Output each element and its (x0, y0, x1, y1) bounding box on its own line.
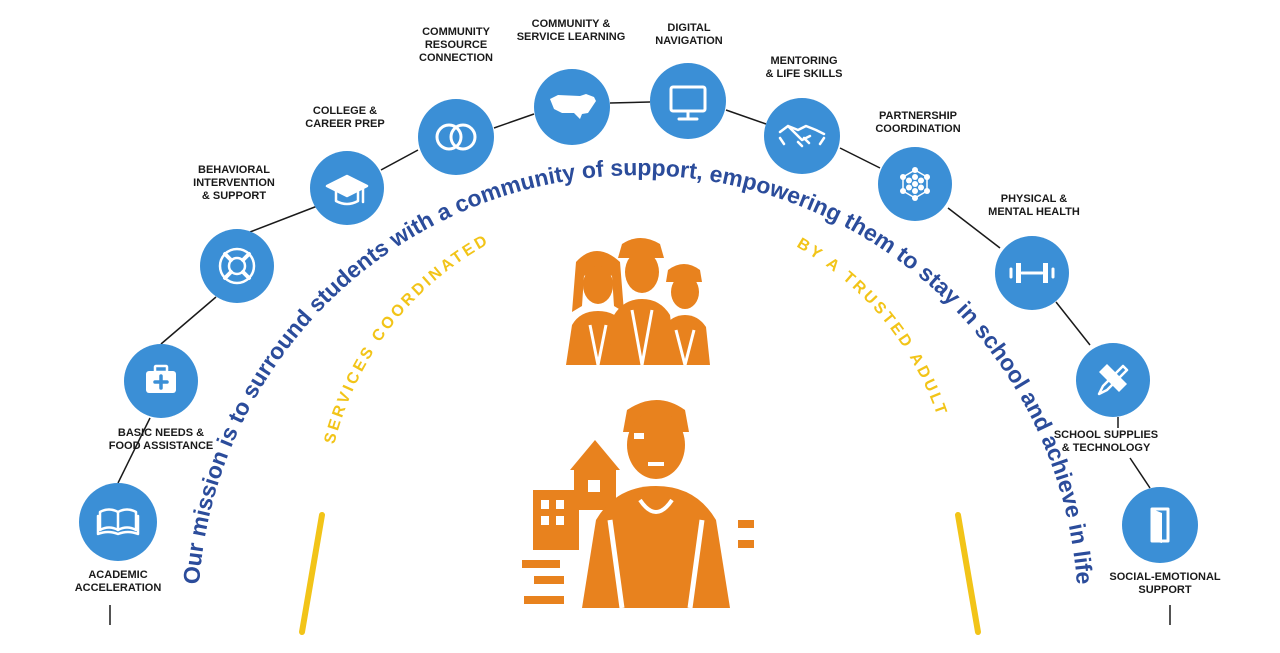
service-label-line: & SUPPORT (202, 190, 266, 202)
service-node: PHYSICAL &MENTAL HEALTH (988, 193, 1080, 310)
door-icon (1150, 507, 1170, 543)
service-label-line: SCHOOL SUPPLIES (1054, 429, 1158, 441)
service-circle (418, 99, 494, 175)
service-circle (764, 98, 840, 174)
connector-line (839, 147, 881, 169)
service-label-line: MENTORING (770, 55, 837, 67)
service-node: SCHOOL SUPPLIES& TECHNOLOGY (1054, 343, 1158, 454)
connector-line (725, 109, 767, 125)
service-label-line: COLLEGE & (313, 105, 377, 117)
first-aid-kit-icon (146, 364, 176, 393)
connector-line (1055, 301, 1091, 346)
connector-line (609, 101, 651, 104)
handshake-icon (778, 124, 826, 148)
life-preserver-icon (218, 247, 256, 285)
pencil-ruler-icon (1097, 364, 1129, 396)
service-label-line: & TECHNOLOGY (1062, 442, 1151, 454)
service-label-line: ACCELERATION (75, 582, 162, 594)
service-label-line: BEHAVIORAL (198, 164, 270, 176)
family-group-illustration (566, 238, 710, 366)
connector-line (947, 207, 1001, 249)
dumbbell-icon (1009, 263, 1055, 283)
service-label-line: CONNECTION (419, 52, 493, 64)
service-label-line: RESOURCE (425, 39, 487, 51)
connector-line (117, 417, 151, 484)
service-label-line: NAVIGATION (655, 35, 722, 47)
service-label-line: ACADEMIC (88, 569, 147, 581)
linked-rings-icon (435, 123, 477, 151)
service-node: MENTORING& LIFE SKILLS (764, 55, 843, 174)
left-yellow-arc-bar (299, 512, 325, 635)
open-book-icon (96, 508, 140, 536)
service-label-line: BASIC NEEDS & (118, 427, 204, 439)
student-with-backpack-illustration (522, 400, 754, 609)
monitor-icon (669, 85, 707, 121)
service-label-line: SOCIAL-EMOTIONAL (1109, 571, 1220, 583)
service-label-line: COMMUNITY (422, 26, 490, 38)
service-label-line: SERVICE LEARNING (517, 31, 626, 43)
connector-line (493, 113, 535, 129)
service-label-line: DIGITAL (667, 22, 710, 34)
connector-line (249, 204, 321, 233)
service-label-line: INTERVENTION (193, 177, 275, 189)
connector-lines (109, 101, 1171, 625)
right-yellow-arc-bar (955, 512, 981, 635)
service-label-line: PHYSICAL & (1001, 193, 1067, 205)
service-node: COLLEGE &CAREER PREP (305, 105, 385, 225)
service-label-line: FOOD ASSISTANCE (109, 440, 214, 452)
connector-line (160, 296, 217, 345)
connector-line (380, 149, 419, 171)
service-circle (650, 63, 726, 139)
service-label-line: SUPPORT (1138, 584, 1191, 596)
network-hexagon-icon (900, 167, 930, 201)
service-label-line: PARTNERSHIP (879, 110, 957, 122)
service-node: COMMUNITY &SERVICE LEARNING (517, 18, 626, 145)
service-label-line: COORDINATION (875, 123, 960, 135)
service-circle (200, 229, 274, 303)
usa-map-icon (550, 94, 596, 119)
connector-line (1129, 457, 1151, 489)
graduation-cap-icon (325, 174, 369, 206)
service-label-line: CAREER PREP (305, 118, 384, 130)
service-label-line: COMMUNITY & (532, 18, 611, 30)
service-label-line: MENTAL HEALTH (988, 206, 1080, 218)
service-label-line: & LIFE SKILLS (766, 68, 843, 80)
service-node: BASIC NEEDS &FOOD ASSISTANCE (109, 344, 214, 452)
